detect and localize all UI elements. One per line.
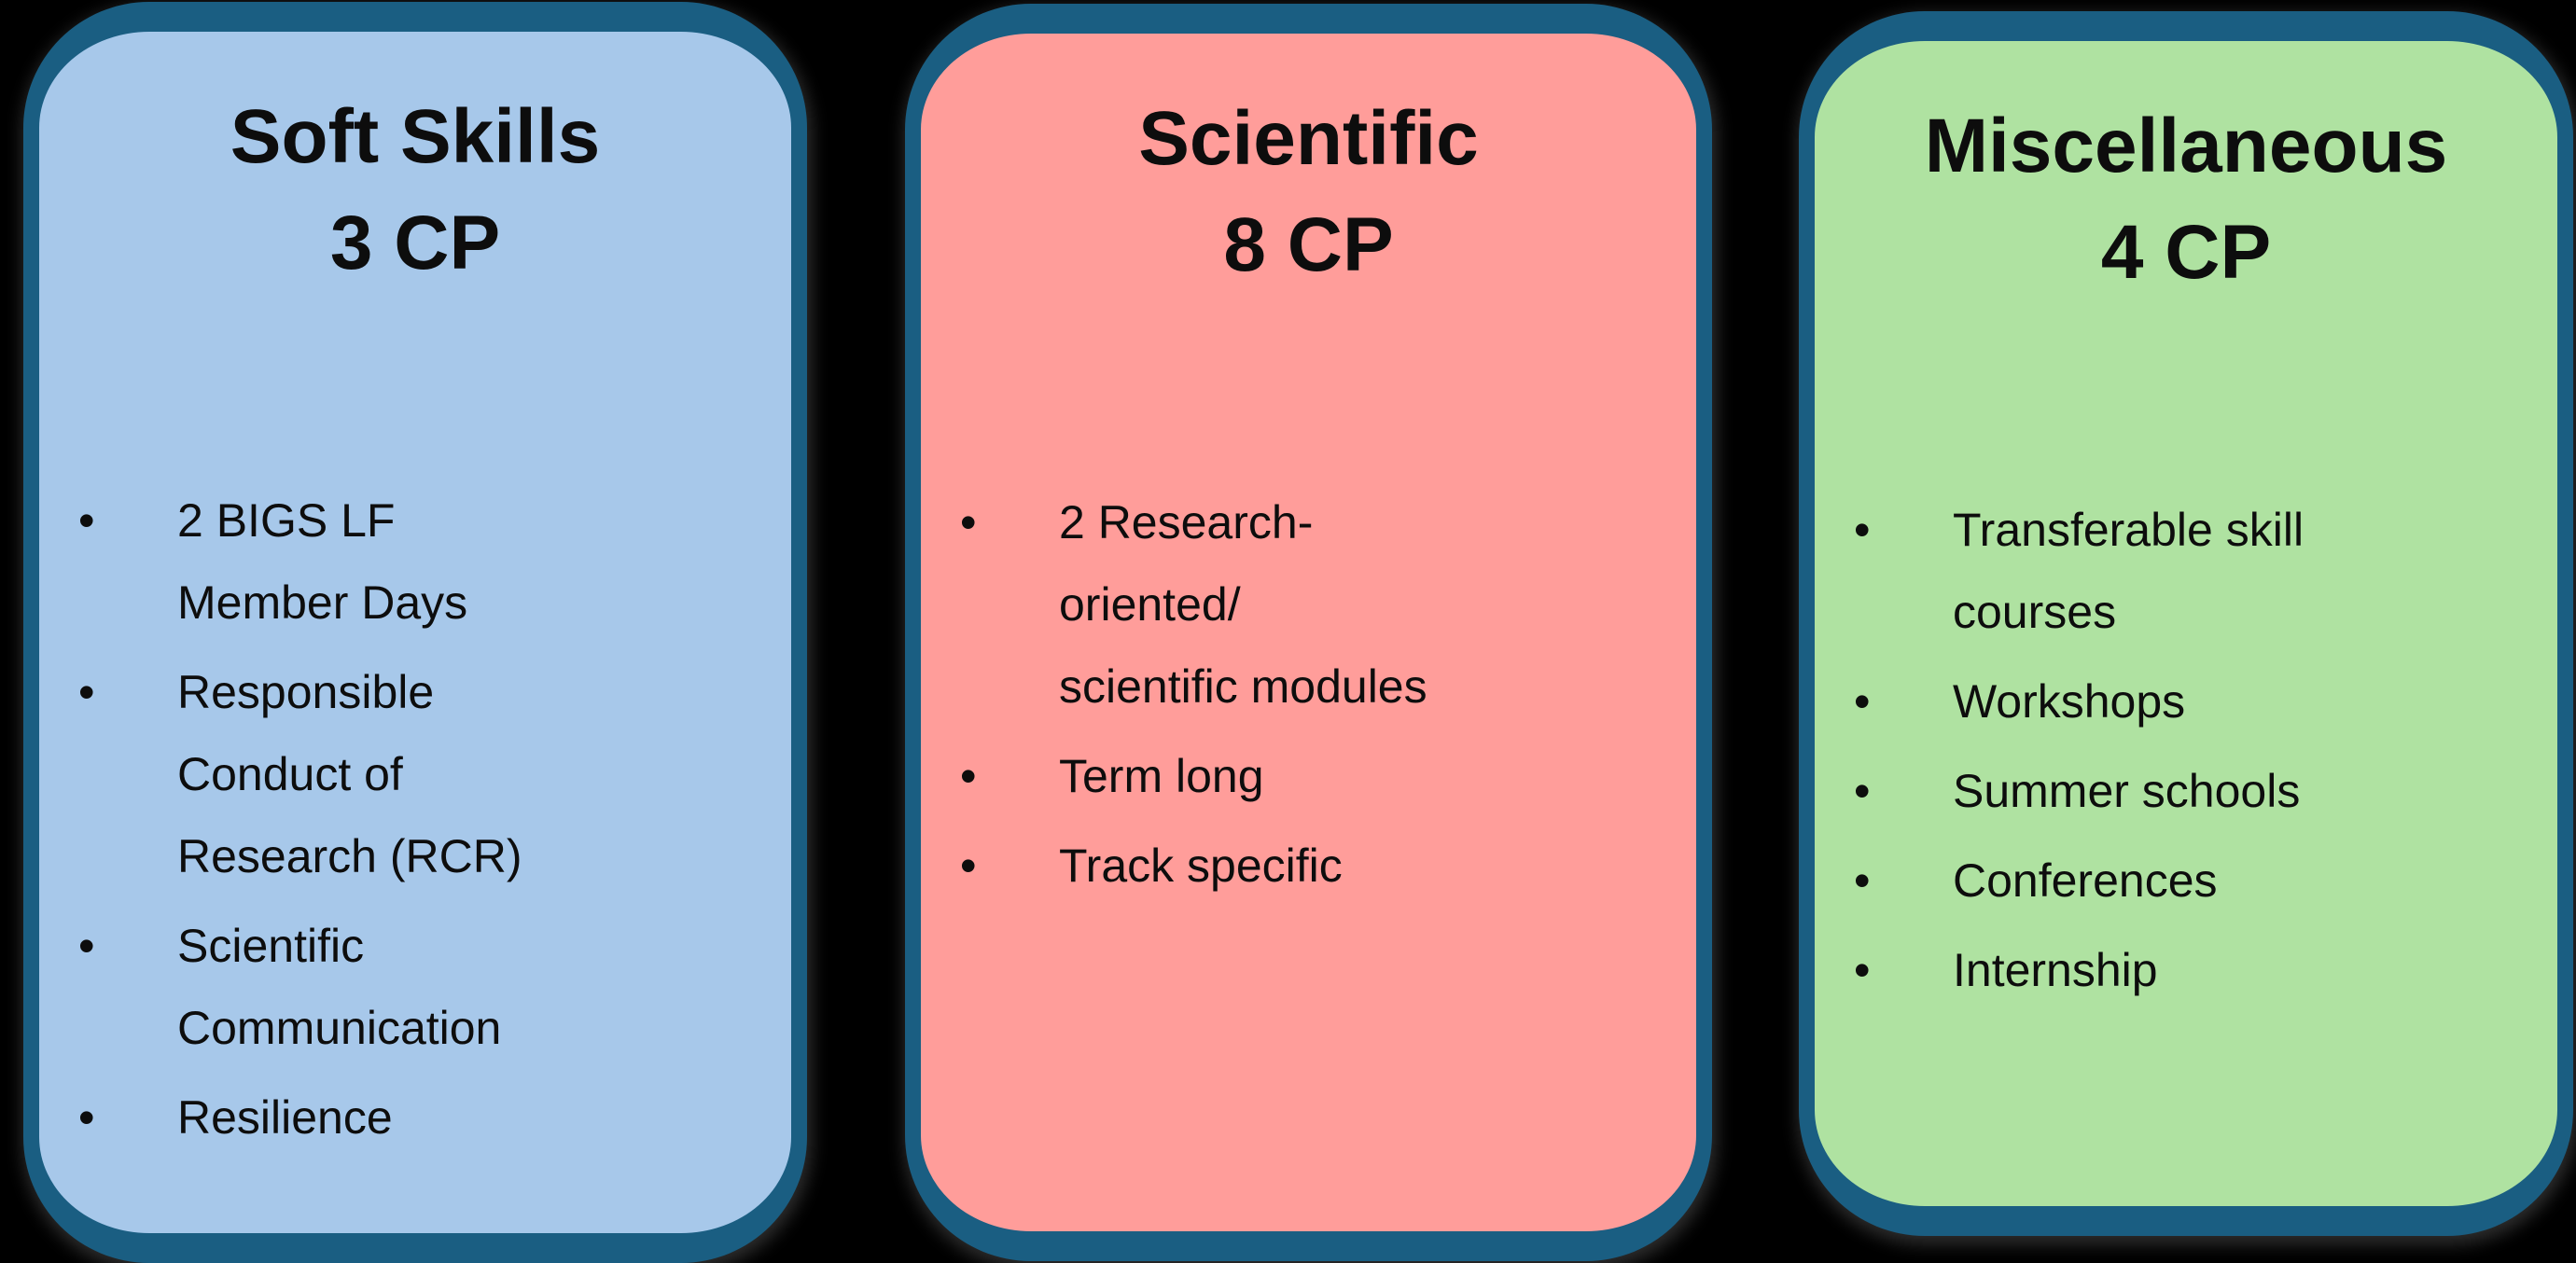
card-header: Soft Skills 3 CP [39,32,791,297]
bullet-icon: • [960,840,977,892]
list-item-text: Scientific Communication [177,920,502,1054]
list-item-text: Internship [1953,944,2158,996]
bullet-list: • 2 BIGS LF Member Days • Responsible Co… [78,479,737,1159]
list-item-text: Workshops [1953,675,2186,728]
bullet-list: • 2 Research- oriented/ scientific modul… [960,481,1619,907]
list-item-text: Responsible Conduct of Research (RCR) [177,666,522,882]
bullet-icon: • [78,1091,95,1144]
list-item: • Term long [960,735,1619,817]
bullet-icon: • [960,496,977,548]
bullet-icon: • [78,920,95,972]
list-item: • Conferences [1854,840,2513,922]
list-item: • Track specific [960,825,1619,907]
card-soft-skills: Soft Skills 3 CP • 2 BIGS LF Member Days… [23,2,807,1263]
list-item-text: Conferences [1953,854,2218,907]
bullet-icon: • [78,666,95,718]
bullet-icon: • [1854,854,1871,907]
list-item: • Responsible Conduct of Research (RCR) [78,651,737,897]
list-item: • Scientific Communication [78,905,737,1069]
list-item: • Internship [1854,929,2513,1011]
bullet-icon: • [1854,765,1871,817]
bullet-icon: • [78,494,95,547]
card-credits: 3 CP [329,201,501,285]
bullet-icon: • [1854,944,1871,996]
list-item-text: Transferable skill courses [1953,504,2304,638]
list-item: • Resilience [78,1076,737,1159]
list-item: • Transferable skill courses [1854,489,2513,653]
list-item: • 2 Research- oriented/ scientific modul… [960,481,1619,728]
card-miscellaneous: Miscellaneous 4 CP • Transferable skill … [1799,11,2573,1236]
list-item-text: Track specific [1059,840,1343,892]
card-title: Soft Skills [230,94,601,179]
bullet-icon: • [1854,504,1871,556]
bullet-list: • Transferable skill courses • Workshops… [1854,489,2513,1011]
list-item-text: Term long [1059,750,1264,802]
bullet-icon: • [960,750,977,802]
card-title: Miscellaneous [1924,104,2448,188]
bullet-icon: • [1854,675,1871,728]
list-item-text: Summer schools [1953,765,2301,817]
list-item: • Summer schools [1854,750,2513,832]
list-item-text: 2 BIGS LF Member Days [177,494,468,629]
card-scientific: Scientific 8 CP • 2 Research- oriented/ … [905,4,1712,1261]
list-item: • Workshops [1854,660,2513,743]
card-header: Miscellaneous 4 CP [1815,41,2557,306]
card-header: Scientific 8 CP [921,34,1696,298]
card-title: Scientific [1138,96,1479,181]
list-item-text: Resilience [177,1091,393,1144]
list-item-text: 2 Research- oriented/ scientific modules [1059,496,1427,713]
card-credits: 4 CP [2100,210,2272,295]
list-item: • 2 BIGS LF Member Days [78,479,737,644]
card-credits: 8 CP [1223,202,1394,287]
